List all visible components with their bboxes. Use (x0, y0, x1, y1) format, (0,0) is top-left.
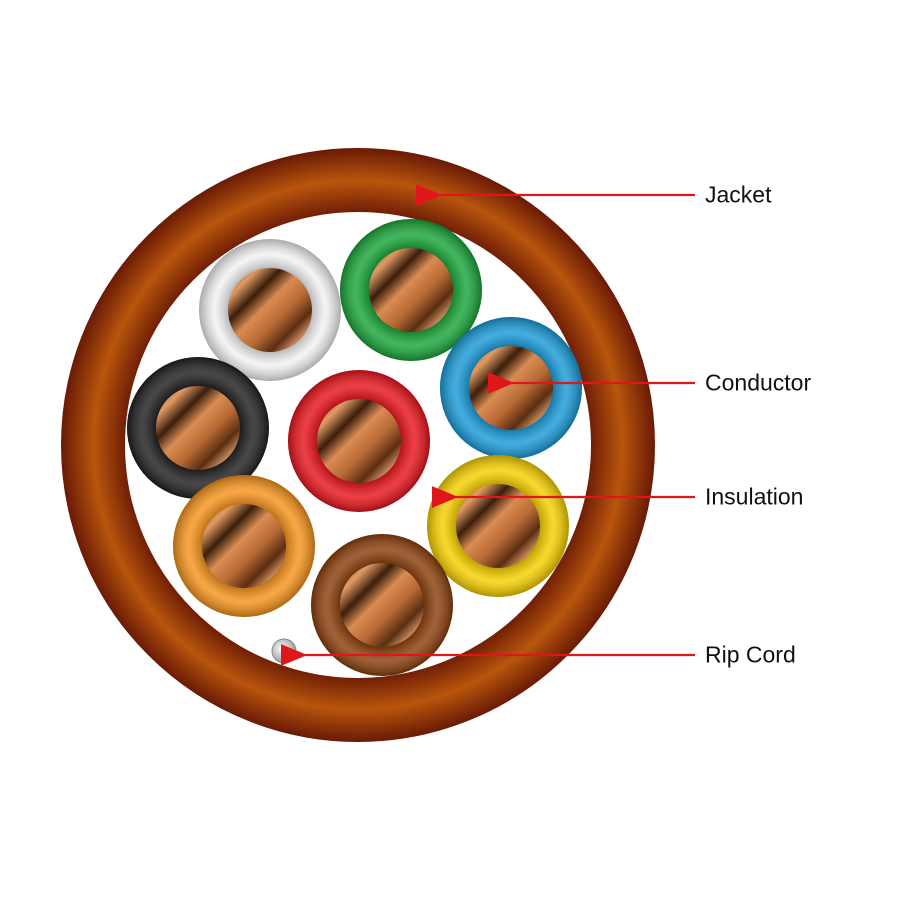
wire-blue (440, 317, 582, 459)
conductor-label: Conductor (705, 369, 812, 396)
wire-yellow (427, 455, 569, 597)
conductor-brown (340, 563, 424, 647)
conductor-green (369, 248, 453, 332)
conductor-white (228, 268, 312, 352)
rip-cord (271, 638, 297, 664)
conductor-blue (469, 346, 553, 430)
jacket (61, 148, 655, 742)
wire-orange (173, 475, 315, 617)
jacket-label: Jacket (705, 181, 772, 208)
conductor-yellow (456, 484, 540, 568)
conductor-black (156, 386, 240, 470)
wire-white (199, 239, 341, 381)
conductor-red (317, 399, 401, 483)
wire-green (340, 219, 482, 361)
insulation-label: Insulation (705, 483, 804, 510)
rip-cord-label: Rip Cord (705, 641, 796, 668)
wire-black (127, 357, 269, 499)
conductor-orange (202, 504, 286, 588)
wire-red (288, 370, 430, 512)
wire-brown (311, 534, 453, 676)
arrows (280, 184, 695, 666)
